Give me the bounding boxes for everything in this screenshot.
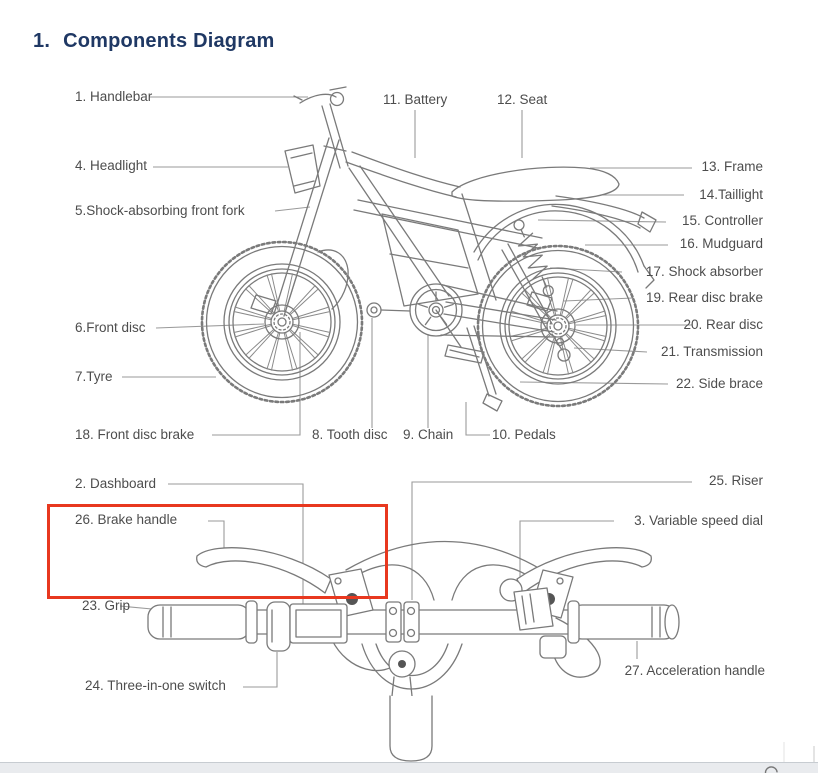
label-frame: 13. Frame xyxy=(701,159,763,174)
seat xyxy=(451,166,620,202)
front-disc-brake xyxy=(250,294,277,315)
rear-mudguard xyxy=(473,203,655,289)
handlebar-front-view xyxy=(147,540,680,762)
label-three-in-one-switch: 24. Three-in-one switch xyxy=(85,678,226,693)
label-riser: 25. Riser xyxy=(708,473,763,488)
label-tooth-disc: 8. Tooth disc xyxy=(312,427,388,442)
label-rear-disc-brake: 19. Rear disc brake xyxy=(645,290,763,305)
title-text: Components Diagram xyxy=(63,30,275,52)
right-grip xyxy=(567,600,680,644)
label-taillight: 14.Taillight xyxy=(699,187,763,202)
label-headlight: 4. Headlight xyxy=(75,158,148,173)
label-handlebar: 1. Handlebar xyxy=(75,89,153,104)
variable-speed-dial xyxy=(499,578,567,659)
handlebar xyxy=(293,86,347,107)
label-dashboard: 2. Dashboard xyxy=(75,476,157,491)
dashboard-display xyxy=(289,603,348,644)
label-side-brace: 22. Side brace xyxy=(675,376,763,391)
page-edge-strip xyxy=(0,742,818,773)
label-grip: 23. Grip xyxy=(82,598,131,613)
label-front-fork: 5.Shock-absorbing front fork xyxy=(75,203,245,218)
label-mudguard: 16. Mudguard xyxy=(679,236,763,251)
front-fork xyxy=(273,103,349,317)
rear-rack xyxy=(551,195,645,229)
label-brake-handle: 26. Brake handle xyxy=(75,512,178,527)
taillight xyxy=(637,211,657,233)
label-controller: 15. Controller xyxy=(681,213,763,228)
three-in-one-switch xyxy=(266,601,291,652)
label-front-disc: 6.Front disc xyxy=(75,320,146,335)
tooth-disc xyxy=(366,283,463,337)
title-number: 1. xyxy=(33,30,51,52)
label-transmission: 21. Transmission xyxy=(660,344,763,359)
rear-disc-brake xyxy=(526,291,553,312)
label-front-disc-brake: 18. Front disc brake xyxy=(75,427,195,442)
headlight xyxy=(284,144,321,194)
page-title: 1. Components Diagram xyxy=(33,30,275,53)
frame xyxy=(345,151,553,329)
label-acceleration-handle: 27. Acceleration handle xyxy=(624,663,765,678)
side-brace xyxy=(466,325,503,412)
front-wheel xyxy=(200,240,364,404)
chain xyxy=(440,284,571,362)
swingarm xyxy=(443,301,557,333)
pedals xyxy=(435,309,485,364)
highlight-box-brake-handle xyxy=(47,504,388,599)
battery xyxy=(381,213,479,307)
riser-stem xyxy=(385,601,433,762)
label-battery: 11. Battery xyxy=(383,92,448,107)
label-tyre: 7.Tyre xyxy=(75,369,113,384)
bike-side-view xyxy=(200,86,657,412)
rear-wheel xyxy=(476,244,640,408)
shock-absorber xyxy=(513,219,554,297)
label-shock-absorber: 17. Shock absorber xyxy=(645,264,763,279)
left-grip xyxy=(147,600,258,644)
front-mudguard xyxy=(317,249,349,310)
label-variable-speed-dial: 3. Variable speed dial xyxy=(634,513,763,528)
label-seat: 12. Seat xyxy=(497,92,548,107)
label-pedals: 10. Pedals xyxy=(492,427,556,442)
label-rear-disc: 20. Rear disc xyxy=(683,317,763,332)
label-chain: 9. Chain xyxy=(403,427,454,442)
